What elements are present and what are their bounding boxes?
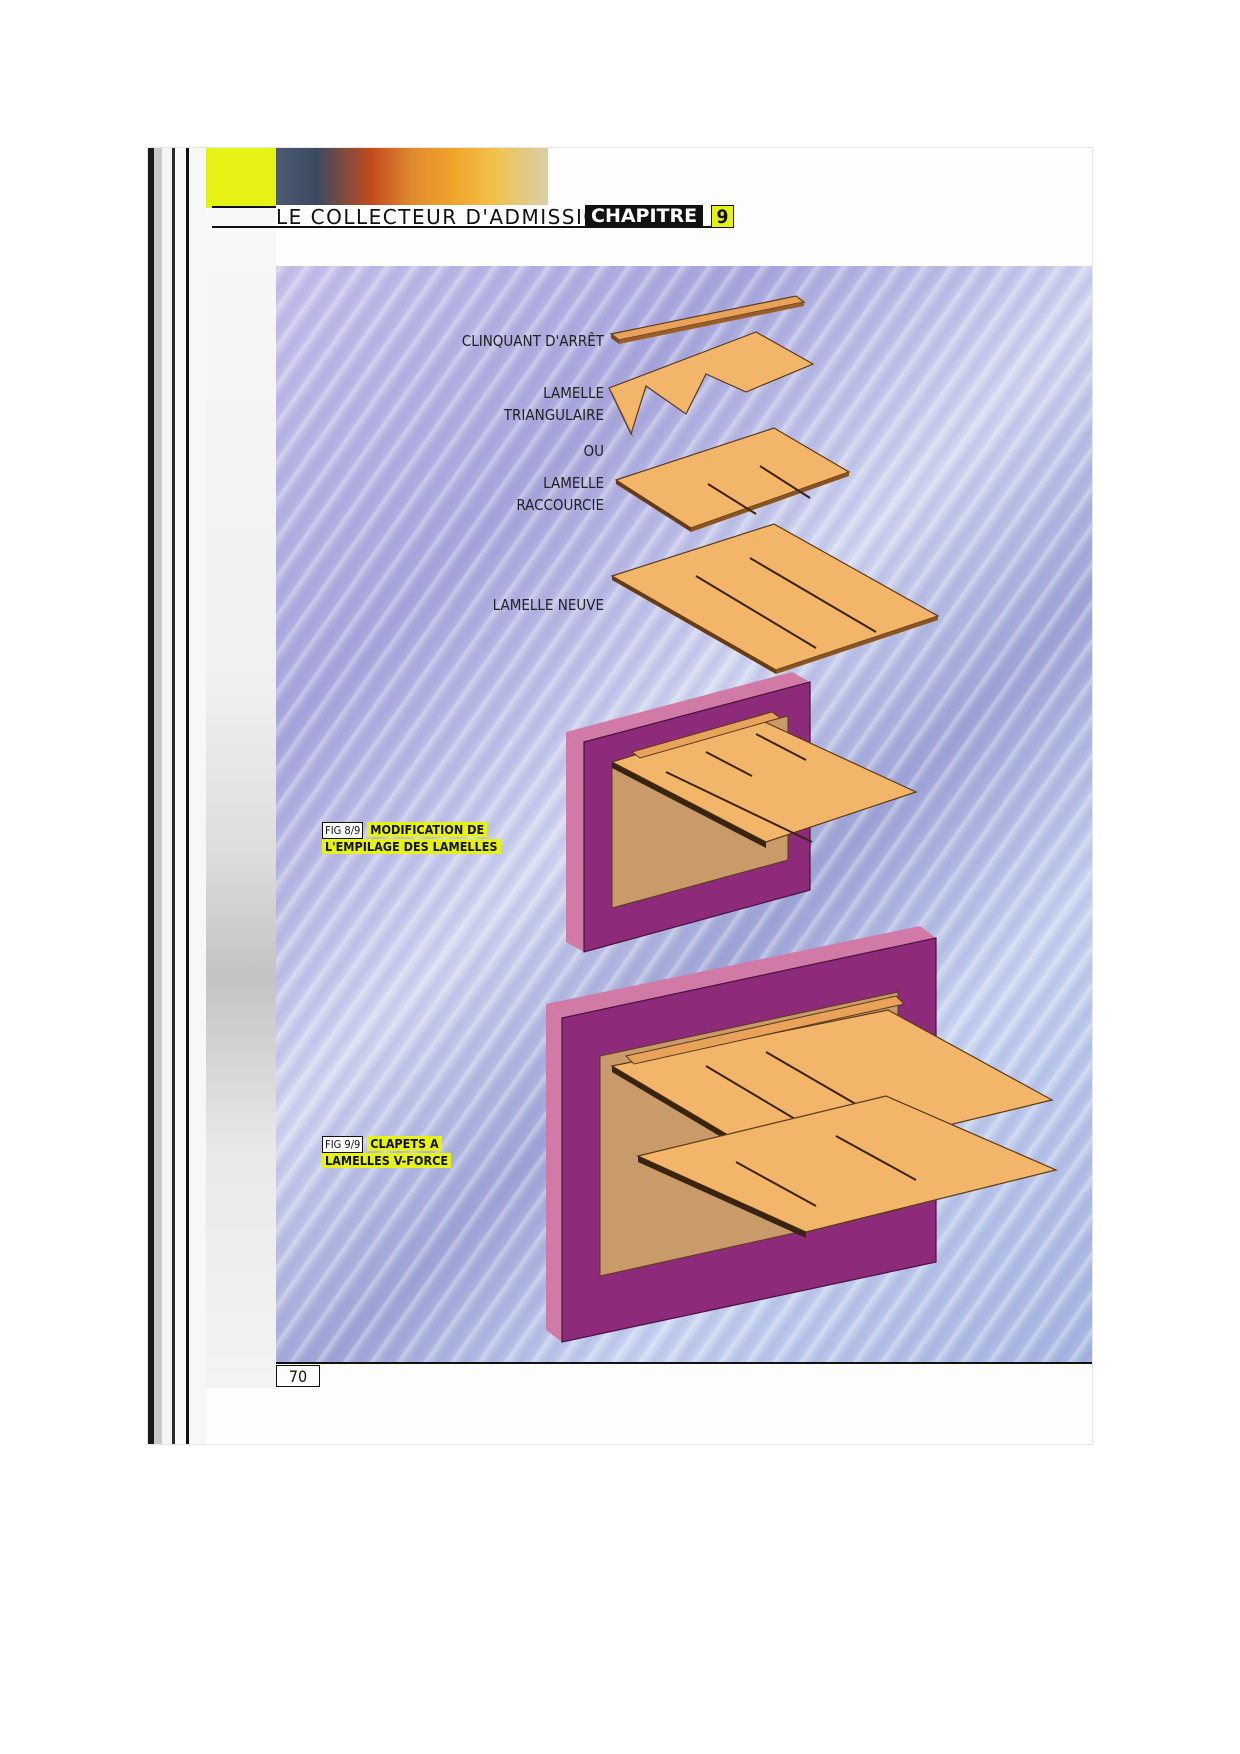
label-shortened-1: LAMELLE (543, 474, 604, 492)
yellow-accent-block (206, 148, 276, 208)
label-triangular-1: LAMELLE (543, 384, 604, 402)
new-reed (610, 523, 940, 674)
chapter-number: 9 (711, 205, 734, 228)
fig9-line1: CLAPETS A (367, 1136, 442, 1151)
illustration-panel: CLINQUANT D'ARRÊT LAMELLE TRIANGULAIRE O… (276, 266, 1092, 1362)
reed-valve-illustration (546, 295, 1058, 1343)
fig8-assembly (566, 672, 918, 953)
label-new-reed: LAMELLE NEUVE (492, 596, 604, 614)
header-rule (212, 226, 732, 228)
caption-fig9: FIG 9/9 CLAPETS A LAMELLES V-FORCE (322, 1136, 452, 1168)
label-shortened-2: RACCOURCIE (516, 496, 604, 514)
header-title: LE COLLECTEUR D'ADMISSION (276, 205, 618, 229)
header-rule-left (212, 206, 276, 208)
side-photo-strip (206, 208, 276, 1388)
page-number: 70 (276, 1365, 320, 1387)
fig8-number: FIG 8/9 (322, 822, 364, 839)
shortened-reed (614, 427, 851, 532)
label-or: OU (583, 442, 604, 460)
fig8-line2: L'EMPILAGE DES LAMELLES (322, 839, 501, 854)
label-stop-strip: CLINQUANT D'ARRÊT (461, 332, 604, 350)
fig9-assembly (546, 926, 1058, 1343)
label-triangular-2: TRIANGULAIRE (503, 406, 604, 424)
footer-rule (276, 1362, 1092, 1364)
binding-edge (148, 148, 206, 1444)
fig9-number: FIG 9/9 (322, 1136, 364, 1153)
caption-fig8: FIG 8/9 MODIFICATION DE L'EMPILAGE DES L… (322, 822, 501, 854)
header-photo (276, 148, 548, 205)
chapter-label: CHAPITRE (585, 205, 704, 228)
triangular-reed (608, 331, 815, 438)
fig8-line1: MODIFICATION DE (367, 822, 488, 837)
stop-strip (609, 295, 806, 344)
fig9-line2: LAMELLES V-FORCE (322, 1153, 452, 1168)
